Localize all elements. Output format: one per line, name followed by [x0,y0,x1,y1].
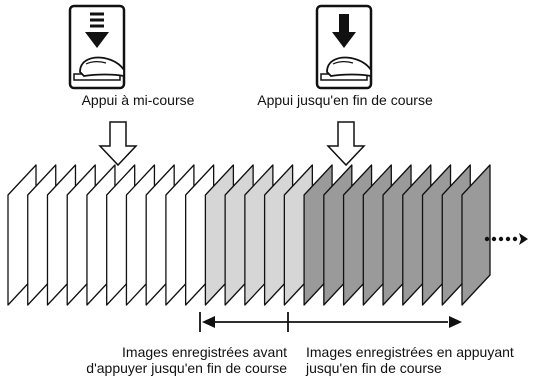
full-press-label: Appui jusqu'en fin de course [257,92,433,108]
finger-full-press-icon [315,4,373,90]
caption-before-line1: Images enregistrées avant [122,344,287,360]
full-press-down-arrow [326,121,366,167]
caption-before-line2: d'appuyer jusqu'en fin de course [86,360,287,376]
frame-dark-gray [461,164,491,306]
caption-after-line2: jusqu'en fin de course [306,360,442,376]
half-press-down-arrow [98,121,138,167]
half-press-label: Appui à mi-course [81,92,195,108]
finger-half-press-icon [68,4,126,90]
dotted-arrow-icon [484,233,528,245]
range-bracket [199,312,462,332]
caption-before: Images enregistrées avant d'appuyer jusq… [86,344,287,376]
caption-after-line1: Images enregistrées en appuyant [306,344,514,360]
frame-stack [7,164,491,306]
caption-after: Images enregistrées en appuyant jusqu'en… [306,344,514,376]
